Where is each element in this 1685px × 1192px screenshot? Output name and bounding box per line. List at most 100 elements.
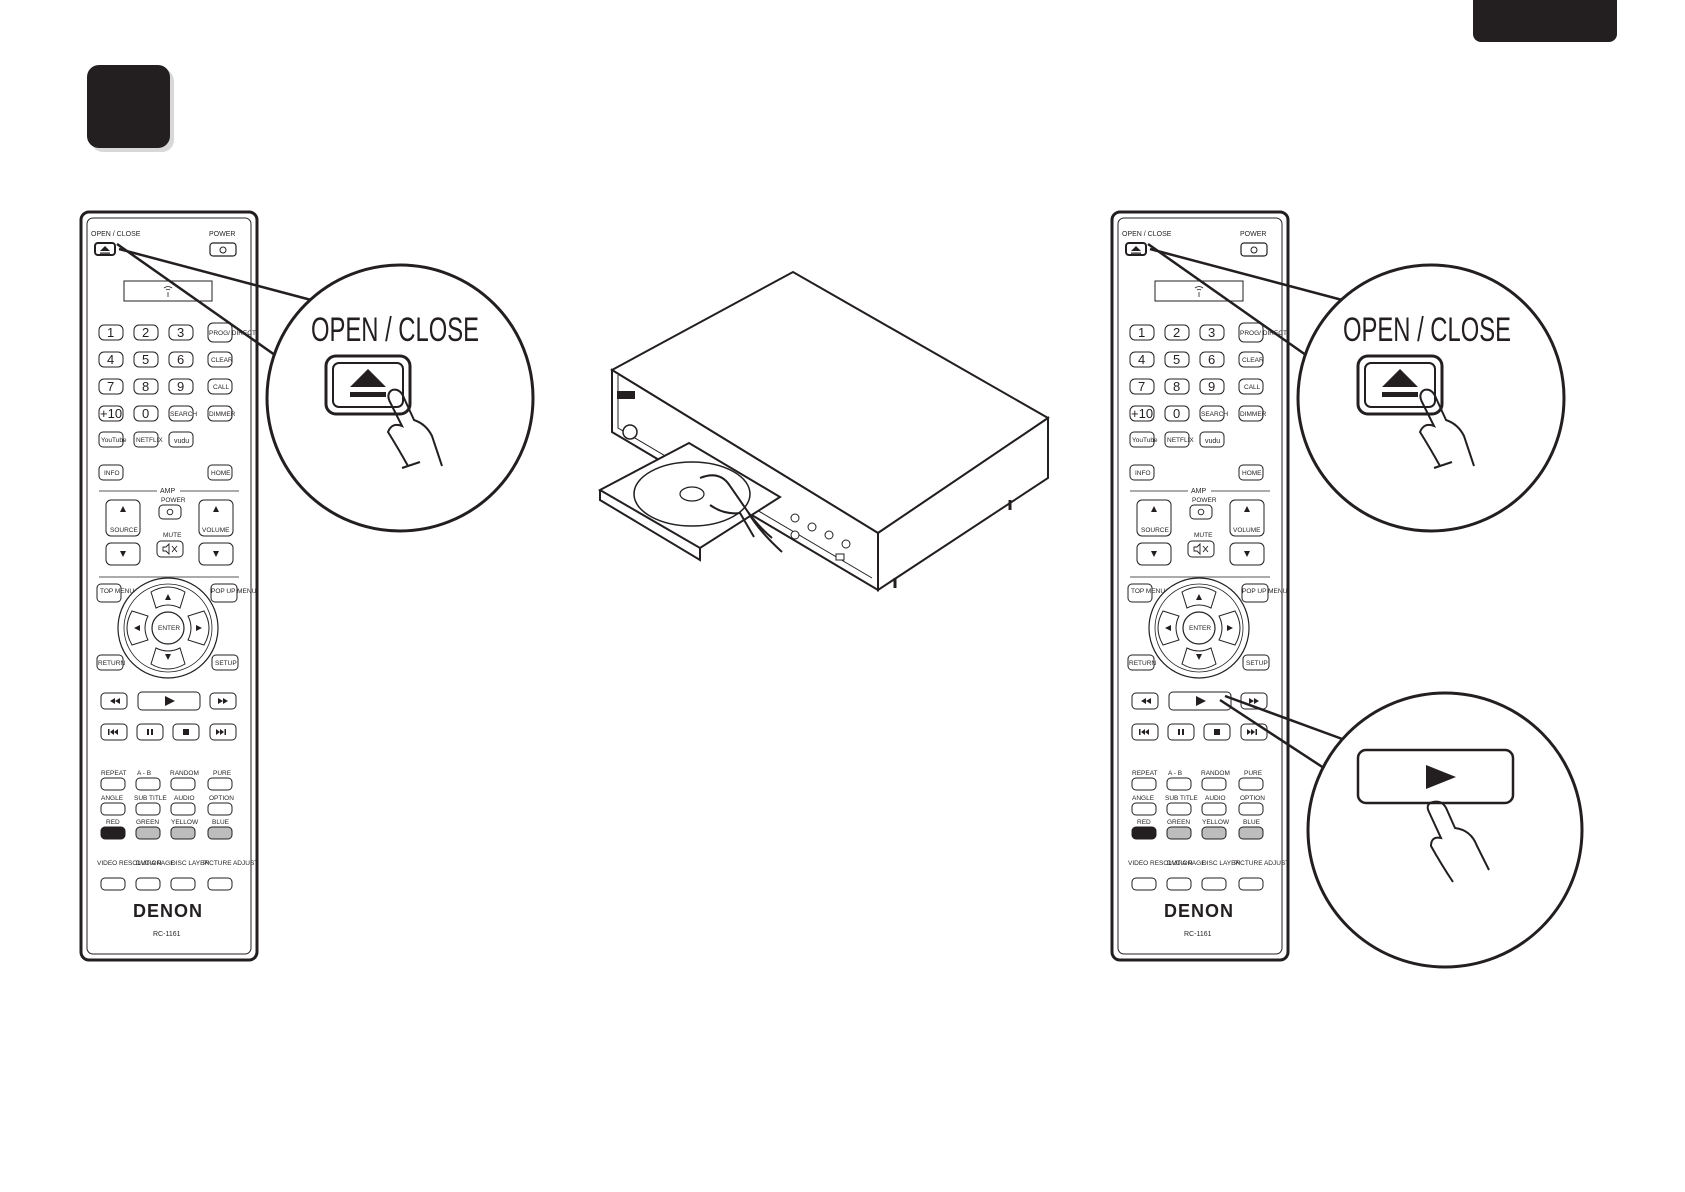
play-button[interactable] [1168,691,1232,711]
netflix-button[interactable]: NETFLIX [133,431,163,448]
number-4-button[interactable]: 4 [98,351,124,368]
power-button[interactable] [209,242,237,257]
prog-direct-button[interactable]: PROG/ DIRECT [1238,322,1287,343]
amp-power-button[interactable] [158,504,182,520]
youtube-button[interactable]: YouTube [98,431,127,448]
vudu-button[interactable]: vudu [168,431,194,448]
pause-button[interactable] [1167,723,1195,741]
number-7-button[interactable]: 7 [1129,378,1155,395]
dimmer-button[interactable]: DIMMER [1238,405,1267,422]
clear-button[interactable]: CLEAR [1238,351,1264,368]
yellow-button[interactable] [1201,826,1227,840]
amp-power-button[interactable] [1189,504,1213,520]
navigation-pad[interactable]: ENTER [1148,577,1250,679]
volume-up-button[interactable]: VOLUME [198,499,234,537]
video-resolution-button[interactable] [1131,877,1157,891]
plus10-button[interactable]: +10 [98,405,124,422]
blue-button[interactable] [1238,826,1264,840]
disc-layer-button[interactable] [170,877,196,891]
pure-button[interactable] [207,777,233,791]
number-6-button[interactable]: 6 [1199,351,1225,368]
search-button[interactable]: SEARCH [1199,405,1228,422]
repeat-button[interactable] [100,777,126,791]
dvd-a-page-button[interactable] [135,877,161,891]
number-0-button[interactable]: 0 [133,405,159,422]
fast-forward-button[interactable] [209,692,237,710]
audio-button[interactable] [170,802,196,816]
netflix-button[interactable]: NETFLIX [1164,431,1194,448]
random-button[interactable] [170,777,196,791]
pure-button[interactable] [1238,777,1264,791]
open-close-button[interactable] [94,242,116,256]
setup-button[interactable]: SETUP [1242,654,1270,671]
audio-button[interactable] [1201,802,1227,816]
video-resolution-button[interactable] [100,877,126,891]
option-button[interactable] [207,802,233,816]
number-3-button[interactable]: 3 [1199,324,1225,341]
disc-layer-button[interactable] [1201,877,1227,891]
number-8-button[interactable]: 8 [133,378,159,395]
random-button[interactable] [1201,777,1227,791]
number-4-button[interactable]: 4 [1129,351,1155,368]
vudu-button[interactable]: vudu [1199,431,1225,448]
volume-up-button[interactable]: VOLUME [1229,499,1265,537]
volume-down-button[interactable] [198,542,234,566]
number-5-button[interactable]: 5 [133,351,159,368]
picture-adjust-button[interactable] [1238,877,1264,891]
number-6-button[interactable]: 6 [168,351,194,368]
picture-adjust-button[interactable] [207,877,233,891]
number-3-button[interactable]: 3 [168,324,194,341]
source-down-button[interactable] [1136,542,1172,566]
play-button[interactable] [137,691,201,711]
red-button[interactable] [1131,826,1157,840]
enter-button[interactable] [151,611,185,645]
angle-button[interactable] [100,802,126,816]
number-9-button[interactable]: 9 [168,378,194,395]
next-button[interactable] [209,723,237,741]
plus10-button[interactable]: +10 [1129,405,1155,422]
home-button[interactable]: HOME [1238,464,1264,481]
navigation-pad[interactable]: ENTER [117,577,219,679]
number-8-button[interactable]: 8 [1164,378,1190,395]
call-button[interactable]: CALL [1238,378,1264,395]
dimmer-button[interactable]: DIMMER [207,405,236,422]
youtube-button[interactable]: YouTube [1129,431,1158,448]
clear-button[interactable]: CLEAR [207,351,233,368]
sub-title-button[interactable] [1166,802,1192,816]
number-1-button[interactable]: 1 [1129,324,1155,341]
sub-title-button[interactable] [135,802,161,816]
a-b-button[interactable] [135,777,161,791]
popup-menu-button[interactable]: POP UP MENU [1241,583,1288,603]
setup-button[interactable]: SETUP [211,654,239,671]
option-button[interactable] [1238,802,1264,816]
return-button[interactable]: RETURN [1127,654,1156,671]
top-menu-button[interactable]: TOP MENU [96,583,134,603]
number-1-button[interactable]: 1 [98,324,124,341]
source-down-button[interactable] [105,542,141,566]
info-button[interactable]: INFO [1129,464,1155,481]
info-button[interactable]: INFO [98,464,124,481]
angle-button[interactable] [1131,802,1157,816]
open-close-button[interactable] [1125,242,1147,256]
mute-button[interactable] [1187,540,1215,558]
mute-button[interactable] [156,540,184,558]
stop-button[interactable] [1203,723,1231,741]
number-0-button[interactable]: 0 [1164,405,1190,422]
dvd-a-page-button[interactable] [1166,877,1192,891]
volume-down-button[interactable] [1229,542,1265,566]
prog-direct-button[interactable]: PROG/ DIRECT [207,322,256,343]
a-b-button[interactable] [1166,777,1192,791]
search-button[interactable]: SEARCH [168,405,197,422]
call-button[interactable]: CALL [207,378,233,395]
previous-button[interactable] [100,723,128,741]
rewind-button[interactable] [100,692,128,710]
pause-button[interactable] [136,723,164,741]
repeat-button[interactable] [1131,777,1157,791]
green-button[interactable] [135,826,161,840]
blue-button[interactable] [207,826,233,840]
stop-button[interactable] [172,723,200,741]
power-button[interactable] [1240,242,1268,257]
rewind-button[interactable] [1131,692,1159,710]
popup-menu-button[interactable]: POP UP MENU [210,583,257,603]
red-button[interactable] [100,826,126,840]
